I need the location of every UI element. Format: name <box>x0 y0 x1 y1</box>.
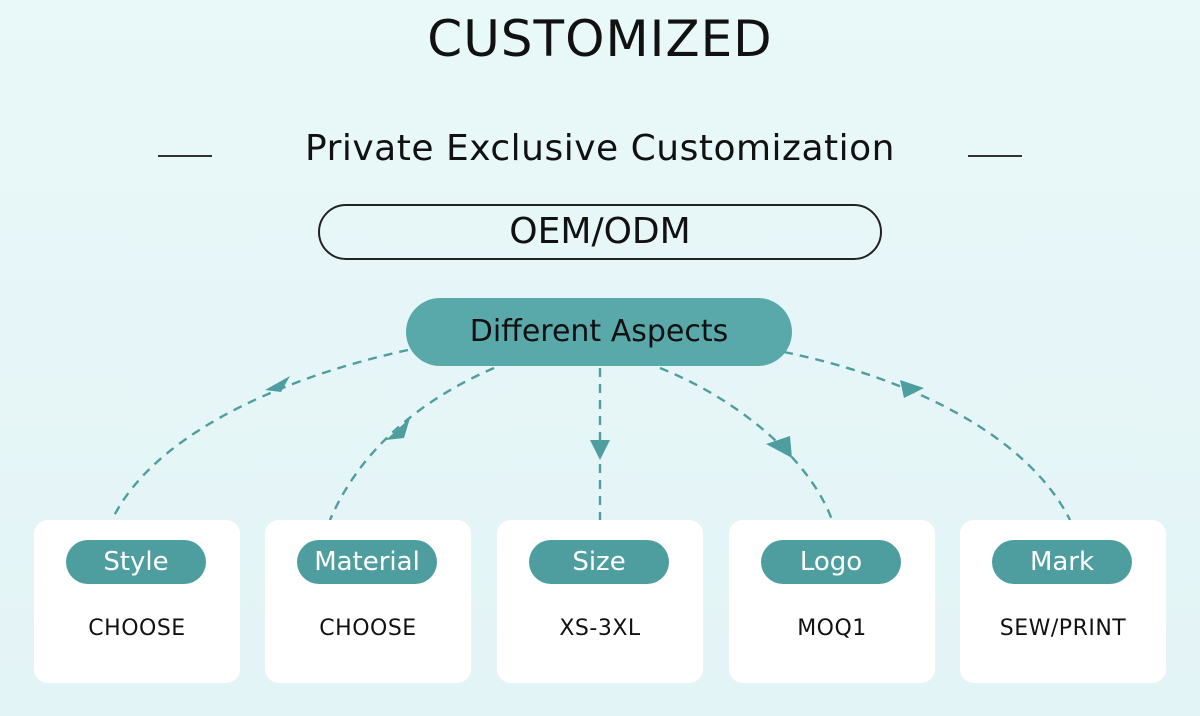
connector-material <box>328 366 495 521</box>
card-mark: Mark SEW/PRINT <box>960 520 1166 683</box>
arrow-head-logo <box>766 436 792 458</box>
arrow-head-material <box>386 418 410 440</box>
connector-logo <box>659 366 834 521</box>
page-title: CUSTOMIZED <box>427 10 773 68</box>
card-tag: Material <box>297 540 437 584</box>
arrow-head-style <box>265 376 290 392</box>
card-tag: Style <box>66 540 206 584</box>
card-value: XS-3XL <box>559 616 641 641</box>
card-tag: Size <box>529 540 669 584</box>
card-style: Style CHOOSE <box>34 520 240 683</box>
subtitle-row: Private Exclusive Customization <box>0 128 1200 184</box>
hub-different-aspects: Different Aspects <box>406 298 792 366</box>
card-value: SEW/PRINT <box>999 616 1127 641</box>
card-value: CHOOSE <box>319 616 417 641</box>
card-logo: Logo MOQ1 <box>729 520 935 683</box>
subtitle-rule-right <box>968 155 1022 157</box>
card-size: Size XS-3XL <box>497 520 703 683</box>
subtitle: Private Exclusive Customization <box>305 128 895 169</box>
card-material: Material CHOOSE <box>265 520 471 683</box>
connector-style <box>110 348 409 521</box>
arrow-head-mark <box>900 380 924 398</box>
card-value: MOQ1 <box>797 616 867 641</box>
card-tag: Logo <box>761 540 901 584</box>
arrow-head-size <box>590 440 610 460</box>
oem-odm-badge: OEM/ODM <box>318 204 882 260</box>
connector-mark <box>783 350 1072 521</box>
card-value: CHOOSE <box>88 616 186 641</box>
card-tag: Mark <box>992 540 1132 584</box>
subtitle-rule-left <box>158 155 212 157</box>
